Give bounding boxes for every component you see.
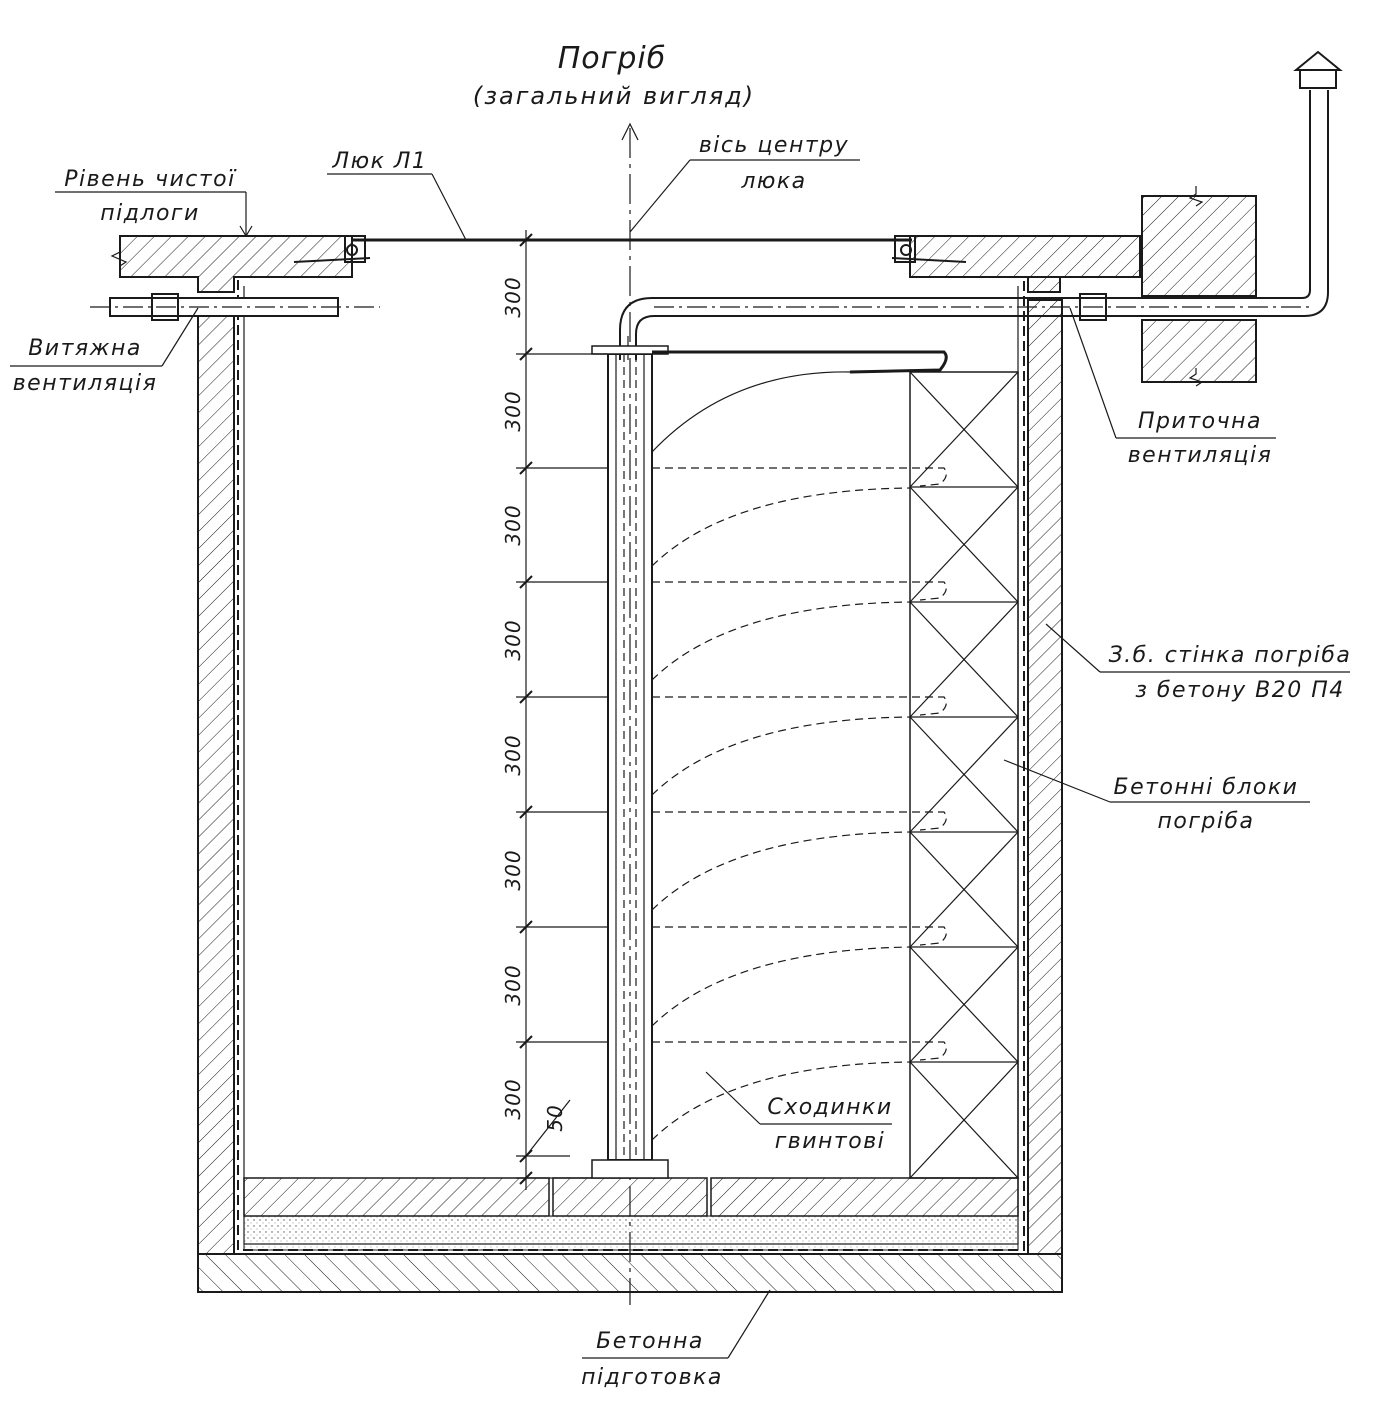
dim-label: 300 (501, 964, 525, 1005)
stairs-text-1: Сходинки (767, 1095, 892, 1120)
floor-slab (110, 235, 1141, 293)
concrete-base (197, 1177, 1063, 1293)
label-floor-level: Рівень чистої підлоги (55, 167, 253, 238)
exhaust-text-2: вентиляція (13, 371, 158, 396)
supply-text-1: Приточна (1138, 409, 1262, 434)
dim-label: 300 (501, 504, 525, 545)
label-wall: З.б. стінка погріба з бетону В20 П4 (1045, 623, 1352, 703)
floor-level-text-1: Рівень чистої (64, 167, 237, 192)
label-stairs: Сходинки гвинтові (705, 1071, 892, 1154)
dim-label: 300 (501, 619, 525, 660)
dim-label: 300 (501, 1078, 525, 1119)
hatch-center-axis (621, 122, 639, 1305)
hatch-cover (293, 235, 967, 263)
dim-label: 300 (501, 849, 525, 890)
dim-label: 300 (501, 734, 525, 775)
label-hatch: Люк Л1 (327, 149, 467, 241)
label-blocks: Бетонні блоки погріба (1003, 759, 1310, 834)
spiral-stairs (591, 345, 948, 1179)
axis-text-1: вісь центру (699, 133, 849, 158)
floor-level-text-2: підлоги (100, 201, 200, 226)
dim-label: 300 (501, 390, 525, 431)
wall-text-1: З.б. стінка погріба (1109, 643, 1352, 668)
label-supply: Приточна вентиляція (1069, 307, 1276, 468)
dim-label: 50 (543, 1104, 567, 1131)
base-text-1: Бетонна (596, 1329, 704, 1354)
blocks-text-2: погріба (1157, 809, 1254, 834)
exhaust-text-1: Витяжна (28, 336, 142, 361)
dimension-chain: 300 300 300 300 300 300 300 300 50 (501, 230, 608, 1190)
dim-label: 300 (501, 276, 525, 317)
label-axis: вісь центру люка (629, 133, 860, 233)
supply-text-2: вентиляція (1128, 443, 1273, 468)
wall-text-2: з бетону В20 П4 (1135, 678, 1345, 703)
exhaust-vent-pipe (90, 293, 380, 321)
label-exhaust: Витяжна вентиляція (10, 307, 199, 396)
supply-vent-pipe (619, 50, 1343, 387)
blocks-text-1: Бетонні блоки (1114, 775, 1299, 800)
drawing-title: Погріб (558, 41, 667, 76)
concrete-blocks (909, 371, 1019, 1179)
axis-text-2: люка (740, 169, 806, 194)
hatch-text: Люк Л1 (332, 149, 428, 174)
base-text-2: підготовка (581, 1365, 723, 1390)
drawing-subtitle: (загальний вигляд) (473, 82, 755, 110)
stairs-text-2: гвинтові (775, 1129, 886, 1154)
label-base: Бетонна підготовка (581, 1289, 771, 1390)
